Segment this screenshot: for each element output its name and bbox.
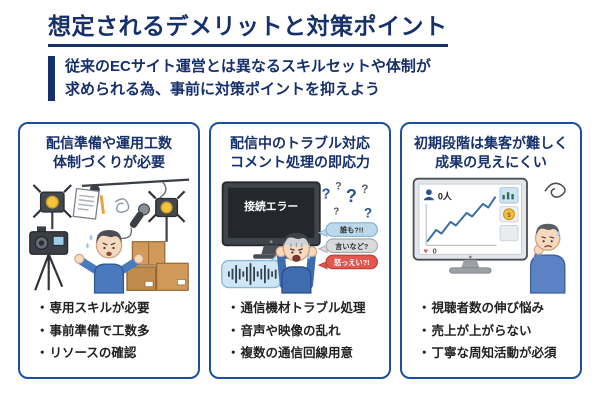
bullet-marker: ・ — [418, 301, 431, 316]
bullet-text: 売上が上がらない — [431, 323, 532, 338]
cards-row: 配信準備や運用工数 体制づくりが必要 — [18, 122, 582, 380]
svg-text:?: ? — [346, 186, 357, 206]
discouraged-person — [529, 224, 566, 295]
svg-text:?: ? — [335, 181, 342, 193]
bullet-item: ・音声や映像の乱れ — [227, 320, 381, 343]
like-count: ♥ 0 — [424, 247, 437, 256]
bullet-marker: ・ — [227, 301, 240, 316]
like-count-label: 0 — [433, 247, 437, 256]
bullet-marker: ・ — [36, 346, 49, 361]
card-preparation-bullets: ・専用スキルが必要 ・事前準備で工数多 ・リソースの確認 — [36, 297, 190, 365]
question-marks-icon: ? ? ? ? ? ? — [322, 181, 373, 221]
spotlight-left-icon — [32, 184, 72, 230]
bullet-text: 丁寧な周知活動が必須 — [431, 346, 557, 361]
subtitle-line-2: 求められる為、事前に対策ポイントを抑えよう — [65, 80, 381, 98]
heart-icon: ♥ — [424, 247, 429, 256]
comment-bubble-text: 誰も?!! — [340, 226, 364, 235]
bullet-text: 視聴者数の伸び悩み — [431, 301, 545, 316]
comment-bubbles: 誰も?!! 言いなど? 怒っえい?! — [317, 222, 378, 270]
comment-bubble-text: 怒っえい?! — [334, 258, 370, 267]
card-live-trouble-bullets: ・通信機材トラブル処理 ・音声や映像の乱れ ・複数の通信回線用意 — [227, 297, 381, 365]
svg-text:?: ? — [322, 187, 331, 203]
sigh-squiggle-icon — [544, 182, 566, 199]
bullet-item: ・丁寧な周知活動が必須 — [418, 342, 572, 365]
bullet-text: 複数の通信回線用意 — [240, 346, 354, 361]
illustration-studio-setup — [28, 173, 190, 296]
svg-text:?: ? — [333, 207, 339, 218]
bullet-marker: ・ — [418, 323, 431, 338]
card-header-line: 成果の見えにくい — [435, 153, 547, 170]
bullet-item: ・事前準備で工数多 — [36, 320, 190, 343]
page-subtitle: 従来のECサイト運営とは異なるスキルセットや体制が 求められる為、事前に対策ポイ… — [48, 56, 552, 102]
card-header-line: コメント処理の即応力 — [230, 153, 370, 170]
viewer-count: 0人 — [423, 189, 453, 202]
card-live-trouble: 配信中のトラブル対応 コメント処理の即応力 接続エラー — [209, 122, 391, 380]
bullet-item: ・専用スキルが必要 — [36, 297, 190, 320]
subtitle-line-1: 従来のECサイト運営とは異なるスキルセットや体制が — [65, 58, 431, 76]
bullet-item: ・通信機材トラブル処理 — [227, 297, 381, 320]
card-header-line: 配信中のトラブル対応 — [230, 135, 370, 152]
illustration-connection-error: 接続エラー ? ? ? ? ? — [219, 173, 381, 296]
card-live-trouble-header: 配信中のトラブル対応 コメント処理の即応力 — [219, 134, 381, 171]
bullet-text: 専用スキルが必要 — [49, 301, 150, 316]
bullet-item: ・視聴者数の伸び悩み — [418, 297, 572, 320]
card-early-stage-bullets: ・視聴者数の伸び悩み ・売上が上がらない ・丁寧な周知活動が必須 — [418, 297, 572, 365]
cardboard-boxes-icon — [126, 241, 189, 292]
bullet-marker: ・ — [227, 346, 240, 361]
spotlight-right-icon — [147, 190, 186, 243]
card-early-stage: 初期段階は集客が難しく 成果の見えにくい 0人 — [400, 122, 582, 380]
svg-text:?: ? — [364, 206, 372, 221]
illustration-low-analytics: 0人 ♥ 0 — [410, 173, 572, 296]
svg-text:?: ? — [361, 183, 368, 196]
analytics-monitor: 0人 ♥ 0 — [412, 178, 528, 275]
panicked-person — [275, 233, 318, 295]
camera-icon — [29, 226, 69, 292]
infographic-page: 想定されるデメリットと対策ポイント 従来のECサイト運営とは異なるスキルセットや… — [0, 13, 600, 400]
line-chart — [425, 196, 497, 247]
card-header-line: 体制づくりが必要 — [53, 153, 165, 170]
script-paper-icon — [72, 188, 105, 221]
overwhelmed-person — [74, 230, 144, 295]
bullet-item: ・売上が上がらない — [418, 320, 572, 343]
coin-dollar-icon: $ — [507, 212, 511, 219]
bullet-item: ・複数の通信回線用意 — [227, 342, 381, 365]
error-screen-label: 接続エラー — [244, 201, 298, 214]
card-early-stage-header: 初期段階は集客が難しく 成果の見えにくい — [410, 134, 572, 171]
card-preparation: 配信準備や運用工数 体制づくりが必要 — [18, 122, 200, 380]
comment-bubble-text: 言いなど? — [335, 242, 368, 251]
card-header-line: 配信準備や運用工数 — [46, 135, 172, 152]
bullet-marker: ・ — [418, 346, 431, 361]
viewer-count-label: 0人 — [438, 191, 453, 202]
bullet-text: 音声や映像の乱れ — [240, 323, 341, 338]
squiggle-icon — [114, 198, 130, 214]
stat-panels: $ — [499, 187, 519, 242]
bullet-marker: ・ — [227, 323, 240, 338]
bullet-marker: ・ — [36, 323, 49, 338]
page-title: 想定されるデメリットと対策ポイント — [48, 13, 448, 48]
bullet-text: 通信機材トラブル処理 — [240, 301, 366, 316]
card-header-line: 初期段階は集客が難しく — [414, 135, 568, 152]
bullet-text: リソースの確認 — [49, 346, 137, 361]
bullet-item: ・リソースの確認 — [36, 342, 190, 365]
bullet-marker: ・ — [36, 301, 49, 316]
card-preparation-header: 配信準備や運用工数 体制づくりが必要 — [28, 134, 190, 171]
bullet-text: 事前準備で工数多 — [49, 323, 150, 338]
error-monitor: 接続エラー — [221, 181, 321, 260]
